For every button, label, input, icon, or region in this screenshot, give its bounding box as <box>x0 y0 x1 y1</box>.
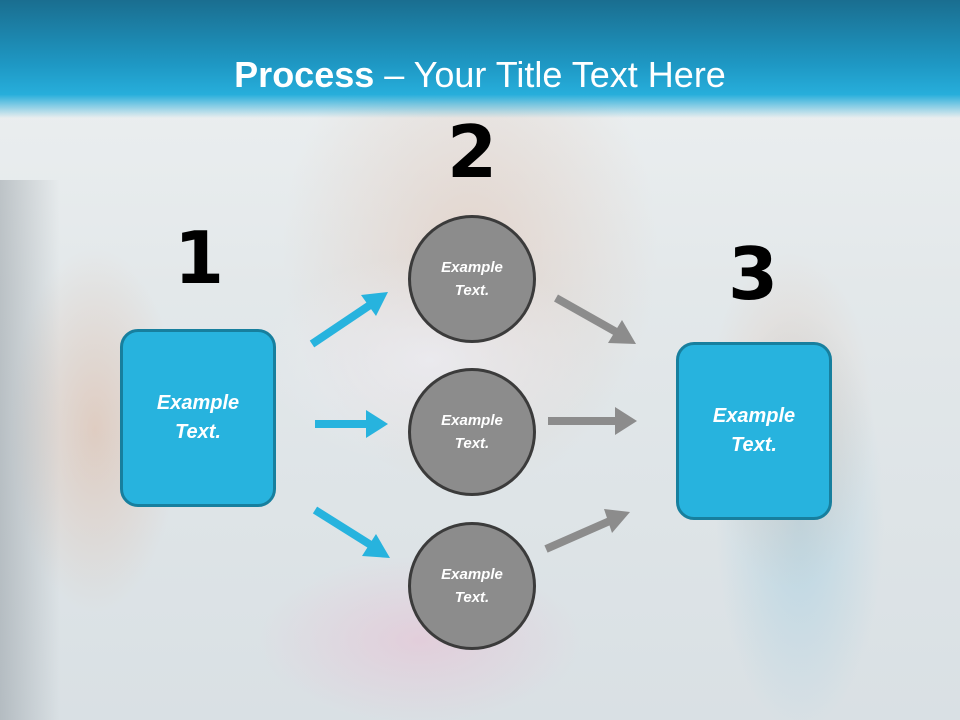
blue-arrow-middle <box>315 410 388 438</box>
background-shadow <box>0 180 60 720</box>
step-number-1: 1 <box>173 216 225 300</box>
gray-arrow-top <box>554 294 636 344</box>
blue-arrow-up <box>309 292 388 348</box>
step2-circle-top-text: Example Text. <box>441 259 503 299</box>
step2-circle-middle: Example Text. <box>408 368 536 496</box>
step3-box: Example Text. <box>676 342 832 520</box>
step-number-3: 3 <box>727 232 779 316</box>
step1-box: Example Text. <box>120 329 276 507</box>
title-banner <box>0 0 960 118</box>
title-bold-part: Process <box>234 54 375 95</box>
gray-arrow-middle <box>548 407 637 435</box>
step2-circle-bottom: Example Text. <box>408 522 536 650</box>
blue-arrow-down <box>312 506 390 558</box>
step-number-2: 2 <box>446 110 498 194</box>
step2-circle-middle-text: Example Text. <box>441 412 503 452</box>
step2-circle-bottom-text: Example Text. <box>441 566 503 606</box>
title-separator: – <box>374 54 414 95</box>
title-subtitle-part: Your Title Text Here <box>413 54 726 95</box>
step2-circle-top: Example Text. <box>408 215 536 343</box>
slide-title: Process – Your Title Text Here <box>0 50 960 100</box>
step1-box-text: Example Text. <box>156 392 240 443</box>
step3-box-text: Example Text. <box>712 405 796 456</box>
gray-arrow-bottom <box>544 509 630 553</box>
